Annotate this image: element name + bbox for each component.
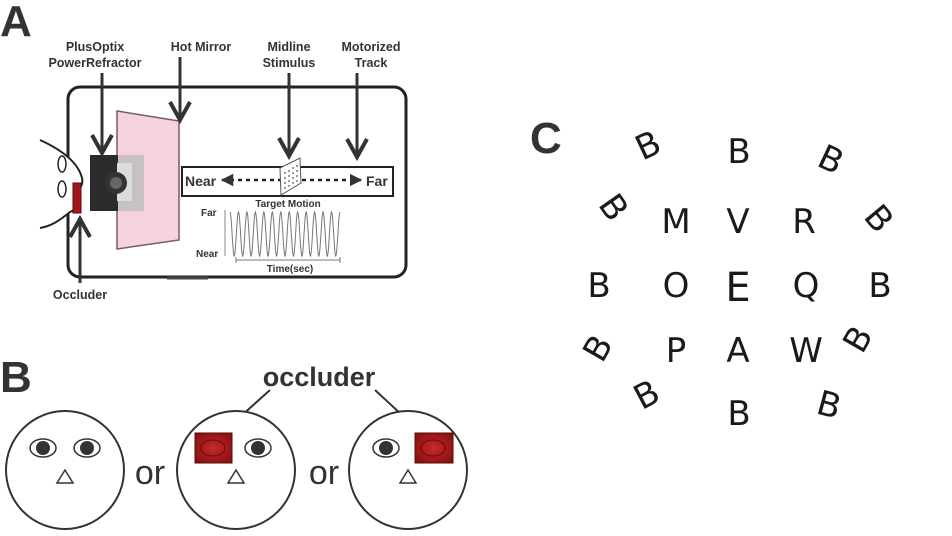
occluder-heading: occluder [263,362,376,392]
near-label: Near [185,173,217,189]
or-label-1: or [135,454,165,492]
inner-letter: R [792,202,816,242]
target-motion-label: Target Motion [255,199,320,210]
panel-c: C B B B B B B B B B B B B M V R O E Q P … [530,114,901,434]
face-left-eye-occluded [176,410,296,530]
outer-letter: B [575,328,621,368]
outer-letter: B [587,266,610,306]
inner-letter: O [663,266,690,306]
panel-a: A PlusOptix PowerRefractor Hot Mirror Mi… [0,0,408,302]
inner-letter: W [789,331,823,371]
plusoptix-label-2: PowerRefractor [48,56,141,70]
outer-letter: B [868,266,891,306]
right-eye-icon [244,438,272,458]
outer-letter: B [835,319,881,359]
inner-letter: Q [793,266,820,306]
plusoptix-label-1: PlusOptix [66,40,124,54]
target-motion-trace [229,210,341,258]
nose-icon [226,468,246,484]
midline-label-1: Midline [267,40,310,54]
time-label: Time(sec) [267,264,314,275]
nose-icon [398,468,418,484]
outer-letter: B [590,187,636,229]
refractor-camera-icon [90,155,144,211]
face-both-eyes-open [5,410,125,530]
motorized-label-2: Track [355,56,388,70]
trace-far-label: Far [201,208,217,219]
trace-near-label: Near [196,249,218,260]
left-eye-icon [29,438,57,458]
inner-letter: M [661,202,690,242]
panel-c-letter: C [530,114,562,163]
outer-letter: B [812,137,850,183]
nose-icon [55,468,75,484]
occluder-label: Occluder [53,288,107,302]
inner-letter: V [726,202,749,242]
center-letter: E [725,265,750,311]
far-label: Far [366,173,388,189]
midline-label-2: Stimulus [263,56,316,70]
outer-letter: B [727,132,750,172]
or-label-2: or [309,454,339,492]
right-eye-icon [73,438,101,458]
motorized-label-1: Motorized [341,40,400,54]
outer-letter: B [727,394,750,434]
face-right-eye-occluded [348,410,468,530]
outer-letter: B [627,372,666,418]
occluder-block [72,182,82,214]
panel-b-letter: B [0,353,32,402]
hot-mirror-label: Hot Mirror [171,40,232,54]
panel-b: B occluder or [0,353,468,530]
target-stimulus-icon [279,157,302,196]
inner-letter: A [726,331,749,371]
outer-letter: B [629,123,667,169]
left-eye-icon [372,438,400,458]
inner-letter: P [666,331,687,371]
outer-letter: B [812,383,845,428]
outer-letter: B [856,197,902,241]
panel-a-letter: A [0,0,32,46]
